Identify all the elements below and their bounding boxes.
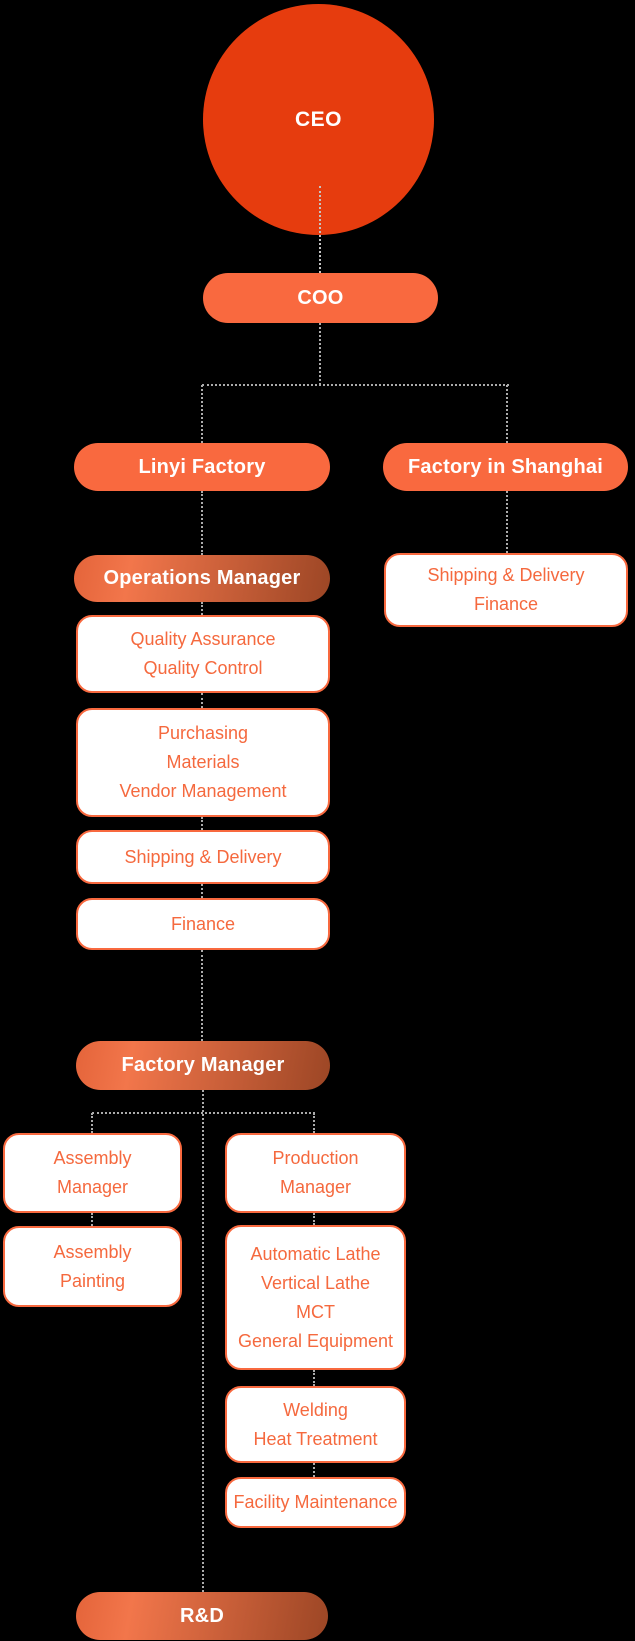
- node-linyi-factory: Linyi Factory: [74, 443, 330, 491]
- box-line: Vertical Lathe: [260, 1272, 371, 1293]
- node-linyi-factory-label: Linyi Factory: [138, 455, 266, 478]
- box-line: Shipping & Delivery: [124, 846, 282, 867]
- node-rnd-label: R&D: [180, 1604, 224, 1627]
- node-welding: Welding Heat Treatment: [225, 1386, 406, 1463]
- node-factory-in-shanghai: Factory in Shanghai: [383, 443, 628, 491]
- node-rnd: R&D: [76, 1592, 328, 1640]
- box-line: Manager: [279, 1177, 352, 1197]
- connector-split-horizontal: [202, 384, 509, 386]
- node-facility-maintenance: Facility Maintenance: [225, 1477, 406, 1528]
- box-line: Quality Assurance: [130, 629, 276, 649]
- node-operations-manager-label: Operations Manager: [103, 567, 301, 589]
- box-line: General Equipment: [237, 1330, 394, 1351]
- connector-purchasing-shipping: [201, 817, 203, 830]
- node-factory-manager-label: Factory Manager: [121, 1054, 285, 1076]
- node-purchasing: Purchasing Materials Vendor Management: [76, 708, 330, 817]
- connector-assembly-painting: [91, 1213, 93, 1226]
- node-shipping-delivery: Shipping & Delivery: [76, 830, 330, 884]
- connector-factory-manager-rnd: [202, 1090, 204, 1592]
- connector-shanghai-departments: [506, 491, 508, 553]
- box-line: Purchasing: [157, 723, 249, 743]
- box-line: MCT: [296, 1301, 335, 1322]
- node-operations-manager: Operations Manager: [74, 555, 330, 602]
- box-line: Heat Treatment: [253, 1428, 378, 1449]
- node-machining: Automatic Lathe Vertical Lathe MCT Gener…: [225, 1225, 406, 1370]
- box-line: Quality Control: [143, 658, 263, 678]
- node-ceo: CEO: [203, 4, 434, 235]
- connector-linyi-operations: [201, 491, 203, 555]
- node-assembly-manager: Assembly Manager: [3, 1133, 182, 1213]
- connector-drop-production: [313, 1113, 315, 1133]
- node-production-manager: Production Manager: [225, 1133, 406, 1213]
- box-line: Facility Maintenance: [233, 1492, 398, 1512]
- box-line: Finance: [170, 913, 236, 934]
- node-coo: COO: [203, 273, 438, 323]
- connector-coo-split: [319, 323, 321, 385]
- box-line: Manager: [56, 1177, 129, 1197]
- connector-drop-shanghai: [506, 385, 508, 443]
- box-line: Assembly: [53, 1148, 132, 1168]
- node-ceo-label: CEO: [294, 107, 342, 131]
- box-line: Materials: [166, 752, 240, 772]
- node-coo-label: COO: [297, 286, 344, 309]
- box-line: Assembly: [53, 1241, 132, 1262]
- box-line: Welding: [283, 1399, 348, 1420]
- connector-drop-assembly: [91, 1113, 93, 1133]
- connector-ceo-coo: [319, 186, 321, 273]
- connector-production-machining: [313, 1213, 315, 1225]
- connector-drop-linyi: [201, 385, 203, 443]
- box-line: Automatic Lathe: [250, 1243, 381, 1264]
- node-factory-manager: Factory Manager: [76, 1041, 330, 1090]
- node-quality: Quality Assurance Quality Control: [76, 615, 330, 693]
- connector-finance-factory-manager: [201, 950, 203, 1041]
- box-line: Production: [272, 1148, 359, 1168]
- connector-quality-purchasing: [201, 693, 203, 708]
- box-line: Vendor Management: [119, 781, 287, 801]
- box-line: Finance: [473, 594, 539, 614]
- connector-branch-horizontal: [92, 1112, 315, 1114]
- connector-operations-quality: [201, 602, 203, 615]
- connector-welding-facility: [313, 1463, 315, 1477]
- box-line: Shipping & Delivery: [427, 565, 585, 585]
- connector-machining-welding: [313, 1370, 315, 1386]
- box-line: Painting: [59, 1270, 126, 1291]
- node-shanghai-departments: Shipping & Delivery Finance: [384, 553, 628, 627]
- node-assembly-painting: Assembly Painting: [3, 1226, 182, 1307]
- connector-shipping-finance: [201, 884, 203, 898]
- node-factory-in-shanghai-label: Factory in Shanghai: [408, 455, 603, 478]
- node-finance: Finance: [76, 898, 330, 950]
